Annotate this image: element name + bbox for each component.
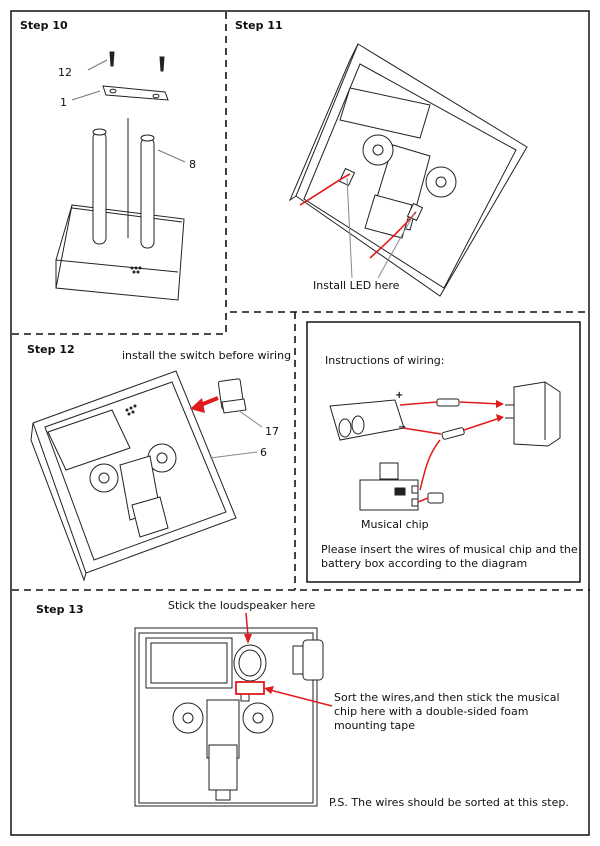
wiring-box (306, 321, 581, 583)
part-12-label: 12 (58, 66, 72, 79)
page-border (10, 10, 590, 836)
step11-drawing (288, 43, 528, 297)
sort-note-line3: mounting tape (334, 719, 416, 732)
step13-drawing (134, 627, 324, 807)
step12-title: Step 12 (27, 343, 75, 356)
part-17-label: 17 (265, 425, 279, 438)
wiring-drawing (329, 381, 561, 511)
part-1-label: 1 (60, 96, 67, 109)
musical-chip-label: Musical chip (361, 518, 429, 531)
step12-insert-arrow (190, 396, 219, 413)
step10-leaders (71, 59, 186, 163)
wiring-plus-label: + (395, 390, 404, 401)
speaker-note: Stick the loudspeaker here (168, 599, 316, 612)
step11-title: Step 11 (235, 19, 283, 32)
step10-drawing (55, 51, 185, 301)
sort-note-line2: chip here with a double-sided foam (334, 705, 529, 718)
wiring-red-arrows (496, 400, 504, 422)
wiring-red-lines (399, 401, 501, 503)
part-8-label: 8 (189, 158, 196, 171)
wiring-title: Instructions of wiring: (325, 354, 445, 367)
step11-leaders (346, 177, 416, 279)
wiring-desc-line2: battery box according to the diagram (321, 557, 528, 570)
ps-note: P.S. The wires should be sorted at this … (329, 796, 569, 809)
step13-red-arrows (244, 612, 333, 707)
step12-note: install the switch before wiring (122, 349, 292, 362)
step10-title: Step 10 (20, 19, 68, 32)
part-6-label: 6 (260, 446, 267, 459)
step11-note: Install LED here (313, 279, 400, 292)
step12-leaders (209, 409, 263, 459)
dashed-dividers (12, 12, 590, 591)
step13-title: Step 13 (36, 603, 84, 616)
sort-note-line1: Sort the wires,and then stick the musica… (334, 691, 560, 704)
step12-drawing (30, 370, 247, 582)
wiring-desc-line1: Please insert the wires of musical chip … (321, 543, 578, 556)
wiring-minus-label: − (398, 422, 407, 433)
